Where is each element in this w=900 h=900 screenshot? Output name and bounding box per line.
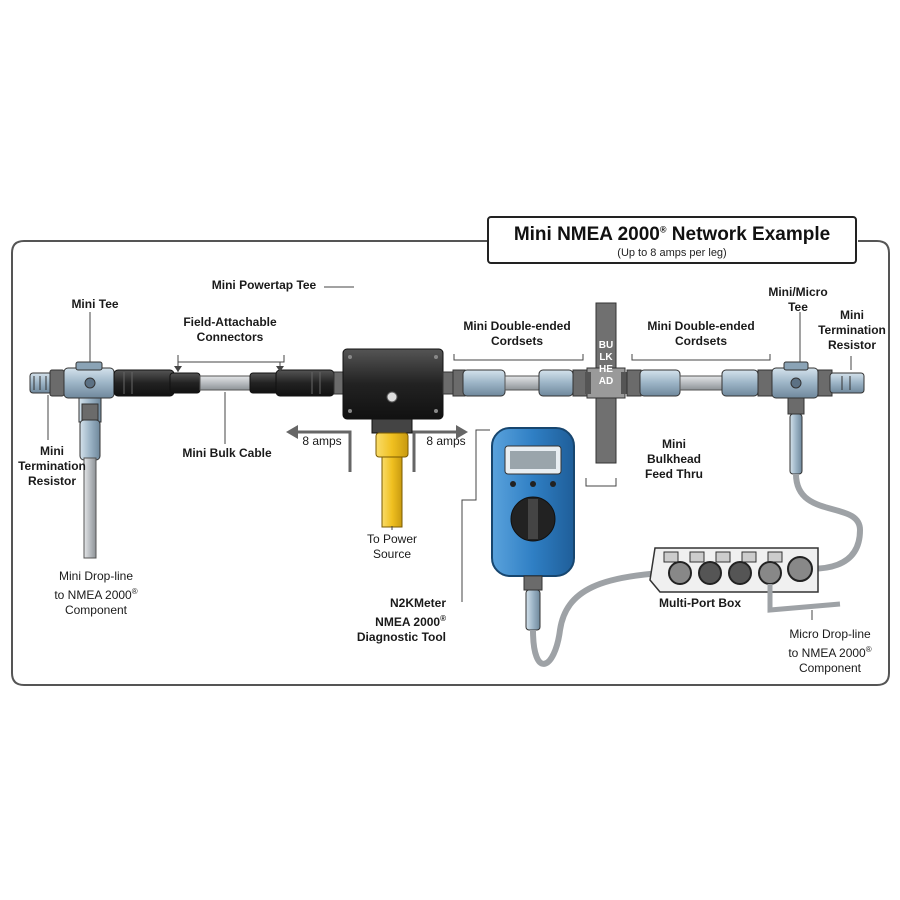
label-mini-powertap-tee: Mini Powertap Tee [211, 278, 317, 292]
label-mini-tee: Mini Tee [71, 297, 119, 311]
right-termination-resistor [817, 369, 865, 397]
field-connector-right [249, 369, 335, 397]
label-8-amps-left: 8 amps [302, 434, 342, 448]
cordset-left [452, 369, 588, 397]
diagram-subtitle: (Up to 8 amps per leg) [617, 247, 727, 259]
label-8-amps-right: 8 amps [426, 434, 466, 448]
left-drop-line [79, 403, 101, 559]
meter-cable [530, 569, 681, 667]
cordset-right [626, 369, 773, 397]
powertap-tee-box [333, 348, 454, 528]
label-cordsets-right: Mini Double-ended Cordsets [647, 319, 755, 348]
title-box: Mini NMEA 2000® Network Example (Up to 8… [487, 216, 857, 264]
micro-drop-cable [767, 584, 841, 613]
mini-bulk-cable [199, 375, 251, 391]
label-multi-port-box: Multi-Port Box [659, 596, 741, 610]
label-termination-left: Mini Termination Resistor [18, 444, 86, 488]
label-mini-bulk-cable: Mini Bulk Cable [182, 446, 272, 460]
label-mini-bulkhead: Mini Bulkhead Feed Thru [644, 437, 703, 481]
n2kmeter-device [491, 427, 575, 631]
multi-port-box [649, 547, 819, 593]
label-field-attachable: Field-Attachable Connectors [183, 315, 277, 344]
left-termination-resistor [29, 369, 65, 397]
bulkhead-text: BULKHEAD [598, 340, 614, 387]
leader-lines [47, 286, 852, 620]
mini-micro-tee [771, 361, 819, 475]
amps-right-arrow [412, 430, 458, 472]
label-mini-drop-line: Mini Drop-line to NMEA 2000®Component [54, 569, 138, 617]
amps-left-arrow [296, 430, 352, 472]
tee-drop-cable [793, 473, 864, 572]
diagram-title: Mini NMEA 2000® Network Example [513, 224, 831, 245]
label-termination-right: Mini Termination Resistor [818, 308, 886, 352]
field-connector-left [113, 369, 201, 397]
label-micro-drop-line: Micro Drop-line to NMEA 2000®Component [788, 627, 872, 675]
outer-frame [11, 240, 890, 686]
label-to-power-source: To Power Source [366, 532, 418, 561]
label-mini-micro-tee: Mini/Micro Tee [768, 285, 828, 314]
label-n2kmeter: N2KMeter NMEA 2000®Diagnostic Tool [356, 596, 446, 644]
bulkhead [585, 302, 627, 464]
label-cordsets-left: Mini Double-ended Cordsets [463, 319, 571, 348]
